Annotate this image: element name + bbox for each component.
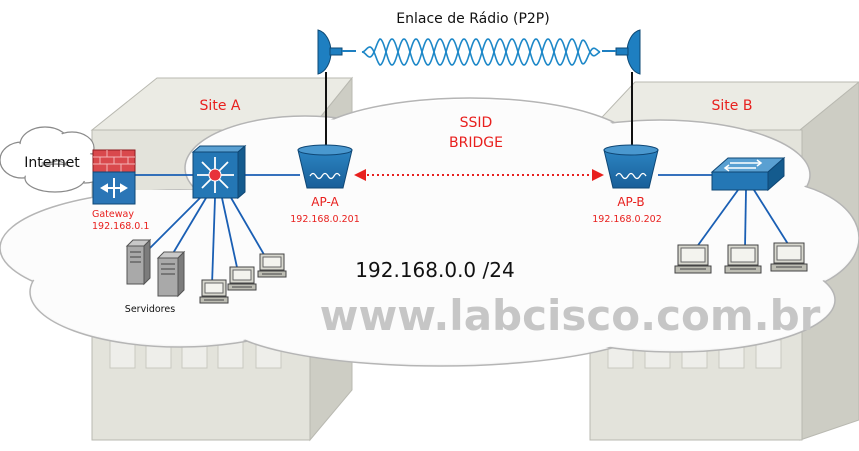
link-switchb-pc2 bbox=[744, 189, 747, 249]
link-switchb-pc1 bbox=[695, 189, 739, 249]
access-point-a-icon bbox=[297, 144, 353, 189]
ap-a-ip: 192.168.0.201 bbox=[290, 214, 360, 225]
workstation-icon bbox=[199, 279, 229, 304]
switch-b-icon bbox=[710, 156, 786, 192]
network-address-label: 192.168.0.0 /24 bbox=[355, 258, 514, 282]
watermark: www.labcisco.com.br bbox=[320, 291, 821, 340]
radio-link-title: Enlace de Rádio (P2P) bbox=[396, 11, 549, 27]
server-icon bbox=[125, 238, 152, 286]
workstation-icon bbox=[770, 242, 808, 272]
site-a-label: Site A bbox=[200, 98, 241, 114]
ssid-label-line2: BRIDGE bbox=[449, 135, 503, 151]
ap-b-ip: 192.168.0.202 bbox=[592, 214, 662, 225]
server-icon bbox=[156, 250, 186, 298]
radio-wave bbox=[361, 38, 601, 66]
ssid-label-line1: SSID bbox=[460, 115, 493, 131]
link-switch-server2 bbox=[171, 197, 207, 256]
layer3-switch-icon bbox=[191, 144, 247, 200]
ap-b-name: AP-B bbox=[617, 195, 644, 209]
link-switch-server1 bbox=[149, 197, 201, 249]
workstation-icon bbox=[674, 244, 712, 274]
access-point-b-icon bbox=[603, 144, 659, 189]
lan-cloud-fill bbox=[2, 100, 857, 364]
site-b-label: Site B bbox=[712, 98, 753, 114]
dish-antenna-a-icon bbox=[317, 29, 356, 75]
workstation-icon bbox=[724, 244, 762, 274]
dish-antenna-b-icon bbox=[602, 29, 641, 75]
link-switch-pc3 bbox=[229, 195, 267, 259]
gateway-name: Gateway bbox=[92, 209, 134, 220]
link-switch-pc1 bbox=[211, 197, 216, 286]
internet-label: Internet bbox=[24, 155, 80, 171]
gateway-firewall-icon bbox=[92, 149, 136, 205]
gateway-ip: 192.168.0.1 bbox=[92, 221, 149, 232]
servers-label: Servidores bbox=[125, 304, 175, 315]
link-switch-pc2 bbox=[221, 197, 239, 273]
link-switchb-pc3 bbox=[753, 189, 789, 245]
ap-a-name: AP-A bbox=[311, 195, 339, 209]
workstation-icon bbox=[227, 266, 257, 291]
workstation-icon bbox=[257, 253, 287, 278]
ssid-bridge-arrow bbox=[354, 169, 604, 181]
network-links bbox=[135, 174, 789, 286]
